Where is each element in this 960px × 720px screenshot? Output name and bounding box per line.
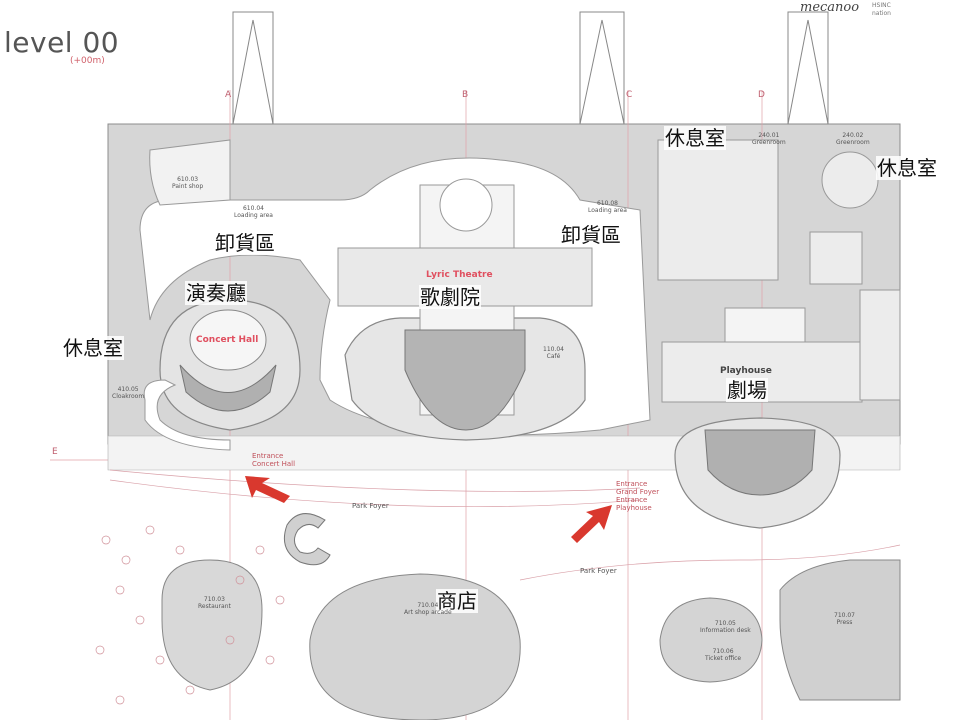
page-title: level 00 bbox=[4, 26, 120, 59]
room-park-foyer-1: Park Foyer bbox=[352, 502, 389, 510]
label-loading-center: 卸貨區 bbox=[560, 223, 622, 247]
entrance-arrow-concert bbox=[245, 476, 290, 503]
ticket-pod bbox=[659, 597, 763, 683]
entrance-arrow-playhouse bbox=[571, 505, 612, 543]
hall-lyric: Lyric Theatre bbox=[426, 270, 493, 280]
label-concert-hall: 演奏廳 bbox=[185, 281, 247, 305]
hall-concert: Concert Hall bbox=[196, 335, 259, 345]
label-lounge-right: 休息室 bbox=[876, 156, 938, 180]
grid-label-b: B bbox=[462, 90, 469, 100]
label-lounge-left: 休息室 bbox=[62, 336, 124, 360]
label-playhouse: 劇場 bbox=[726, 378, 768, 402]
loading-towers bbox=[232, 11, 829, 125]
paint-shop bbox=[149, 139, 231, 206]
brand-logo-text: mecanoo bbox=[800, 0, 860, 15]
label-opera-house: 歌劇院 bbox=[419, 285, 481, 309]
press-pod bbox=[779, 559, 901, 701]
greenroom-block bbox=[657, 139, 901, 401]
spiral-stair bbox=[283, 513, 331, 566]
foyer-curves bbox=[109, 469, 901, 581]
park-stars bbox=[95, 525, 285, 705]
room-park-foyer-2: Park Foyer bbox=[580, 567, 617, 575]
label-loading-left: 卸貨區 bbox=[214, 231, 276, 255]
grid-label-a: A bbox=[225, 90, 232, 100]
restaurant-pod bbox=[161, 559, 263, 691]
hall-playhouse: Playhouse bbox=[720, 366, 772, 376]
level-elevation: (+00m) bbox=[70, 56, 105, 66]
grid-label-c: C bbox=[626, 90, 633, 100]
grid-label-d: D bbox=[758, 90, 765, 100]
art-shop-pod bbox=[309, 573, 521, 720]
label-lounge-top: 休息室 bbox=[664, 126, 726, 150]
concert-hall bbox=[143, 299, 301, 451]
grid-label-e: E bbox=[52, 447, 58, 457]
label-shop: 商店 bbox=[436, 589, 478, 613]
playhouse bbox=[661, 307, 863, 529]
